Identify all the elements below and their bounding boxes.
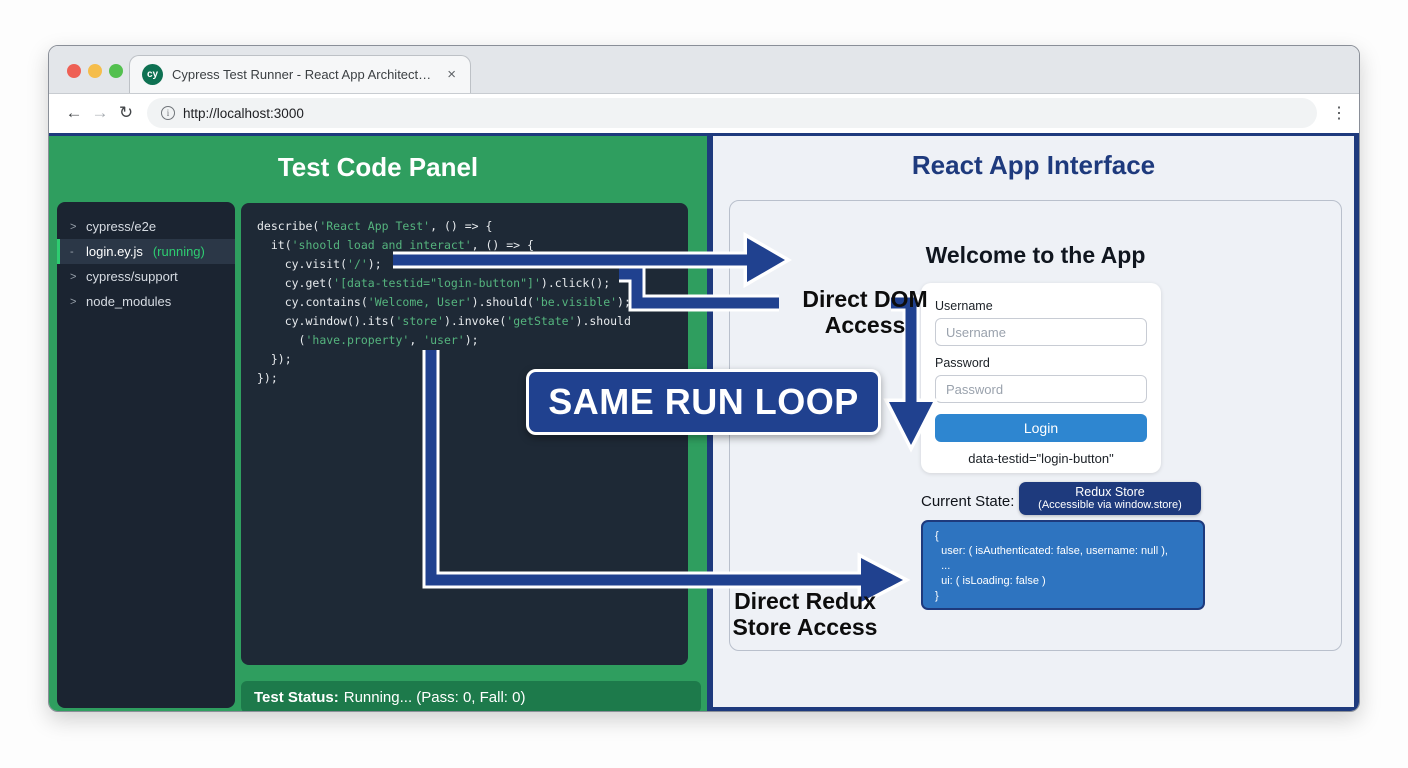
url-text: http://localhost:3000	[183, 105, 304, 121]
window-controls	[67, 64, 123, 78]
test-status-text: Running... (Pass: 0, Fall: 0)	[343, 688, 526, 706]
file-tree: > cypress/e2e-login.ey.js (running) > cypres…	[57, 202, 235, 708]
app-heading: Welcome to the App	[925, 242, 1146, 268]
reload-icon[interactable]: ↻	[118, 103, 134, 122]
file-tree-item-cypress-support[interactable]: > cypress/support	[57, 264, 235, 289]
redux-state-box: { user: ( isAuthenticated: false, userna…	[921, 520, 1205, 610]
redux-badge-subtitle: (Accessible via window.store)	[1038, 499, 1182, 511]
cypress-logo-icon: cy	[142, 64, 163, 85]
code-line: it('shoold load and interact', () => {	[257, 238, 534, 252]
login-testid-caption: data-testid="login-button"	[968, 451, 1114, 466]
close-window-button[interactable]	[67, 64, 81, 78]
close-tab-icon[interactable]: ×	[447, 66, 456, 83]
code-line: cy.visit('/');	[257, 257, 382, 271]
browser-tab-bar: cy Cypress Test Runner - React App Archi…	[49, 46, 1359, 94]
login-button[interactable]: Login	[935, 414, 1147, 442]
file-name: cypress/support	[86, 269, 178, 284]
forward-icon[interactable]: →	[91, 103, 109, 122]
state-line: }	[935, 590, 939, 602]
code-line: ('have.property', 'user');	[257, 333, 479, 347]
file-tree-item-node-modules[interactable]: > node_modules	[57, 289, 235, 314]
page-content: Test Code Panel >cypress/e2e-login.ey.js…	[49, 133, 1359, 711]
file-tree-item-login-ey-js[interactable]: -login.ey.js (running)	[57, 239, 235, 264]
code-line: cy.window().its('store').invoke('getStat…	[257, 314, 631, 328]
direct-dom-access-label: Direct DOM Access	[802, 286, 928, 338]
running-status: (running)	[152, 244, 205, 259]
state-line: ui: ( isLoading: false )	[935, 575, 1046, 587]
test-status-bar: Test Status: Running... (Pass: 0, Fall: …	[241, 681, 701, 711]
dash-icon: -	[70, 245, 74, 258]
browser-window: cy Cypress Test Runner - React App Archi…	[48, 45, 1360, 712]
state-line: user: ( isAuthenticated: false, username…	[935, 545, 1168, 557]
login-form: Username Password Login data-testid="log…	[921, 283, 1161, 473]
test-status-label: Test Status:	[254, 688, 339, 706]
username-input[interactable]	[935, 318, 1147, 346]
redux-badge-title: Redux Store	[1075, 485, 1145, 499]
chevron-right-icon: >	[70, 220, 77, 233]
react-app-panel: React App Interface Welcome to the App U…	[713, 136, 1359, 711]
password-input[interactable]	[935, 375, 1147, 403]
browser-toolbar: ← → ↻ i http://localhost:3000 ⋮	[49, 94, 1359, 132]
password-label: Password	[935, 356, 990, 370]
chevron-right-icon: >	[70, 270, 77, 283]
minimize-window-button[interactable]	[88, 64, 102, 78]
same-run-loop-banner: SAME RUN LOOP	[526, 369, 881, 435]
info-icon[interactable]: i	[161, 106, 175, 120]
right-panel-title: React App Interface	[911, 150, 1156, 180]
browser-tab[interactable]: cy Cypress Test Runner - React App Archi…	[129, 55, 471, 93]
file-name: cypress/e2e	[86, 219, 157, 234]
back-icon[interactable]: ←	[65, 103, 83, 122]
chevron-right-icon: >	[70, 295, 77, 308]
current-state-label: Current State:	[921, 493, 1015, 510]
file-name: login.ey.js	[86, 244, 143, 259]
left-panel-title: Test Code Panel	[277, 152, 479, 182]
code-line: describe('React App Test', () => {	[257, 219, 493, 233]
tab-title: Cypress Test Runner - React App Architec…	[172, 67, 437, 82]
address-bar[interactable]: i http://localhost:3000	[147, 98, 1317, 128]
code-line: });	[257, 352, 292, 366]
redux-store-badge: Redux Store (Accessible via window.store…	[1019, 482, 1201, 515]
file-tree-item-cypress-e2e[interactable]: > cypress/e2e	[57, 214, 235, 239]
state-line: ...	[935, 560, 951, 572]
username-label: Username	[935, 299, 993, 313]
direct-redux-access-label: Direct Redux Store Access	[732, 588, 878, 640]
file-name: node_modules	[86, 294, 172, 309]
code-line: });	[257, 371, 278, 385]
maximize-window-button[interactable]	[109, 64, 123, 78]
browser-menu-icon[interactable]: ⋮	[1331, 105, 1347, 122]
state-line: {	[935, 530, 939, 542]
code-line: cy.get('[data-testid="login-button"]').c…	[257, 276, 611, 290]
code-line: cy.contains('Welcome, User').should('be.…	[257, 295, 631, 309]
